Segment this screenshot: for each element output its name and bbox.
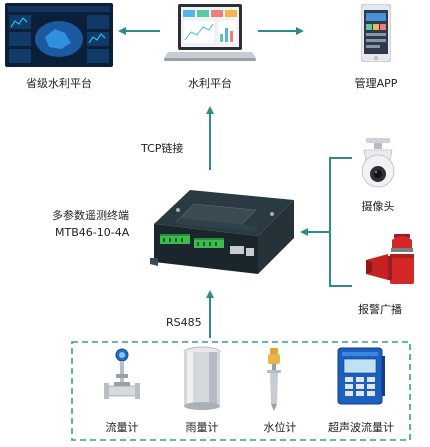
telemetry-terminal-device [150, 190, 294, 274]
alarm-speaker-icon [366, 234, 414, 284]
terminal-name-label: 多参数遥测终端 [52, 209, 129, 222]
rain-gauge-icon [183, 346, 221, 410]
app-label: 管理APP [354, 77, 398, 90]
water-level-meter-icon [267, 348, 281, 411]
sensor-group-frame [71, 341, 411, 441]
water-level-meter-label: 水位计 [263, 421, 297, 434]
ultrasonic-flowmeter-icon [337, 347, 385, 405]
smartphone-icon [361, 4, 391, 62]
peripheral-bracket [329, 157, 352, 287]
flowmeter-icon [104, 348, 140, 399]
water-platform-label: 水利平台 [188, 77, 232, 90]
rain-gauge-label: 雨量计 [185, 421, 219, 434]
dome-camera-icon [361, 138, 395, 188]
alarm-label: 报警广播 [358, 303, 402, 316]
laptop-icon [164, 4, 256, 61]
provincial-platform-label: 省级水利平台 [26, 77, 92, 90]
ultrasonic-flowmeter-label: 超声波流量计 [328, 421, 394, 434]
terminal-model-label: MTB46-10-4A [55, 226, 130, 239]
flowmeter-label: 流量计 [105, 421, 139, 434]
rs485-label: RS485 [166, 316, 202, 329]
tcp-link-label: TCP链接 [141, 142, 184, 155]
provincial-dashboard-screen [5, 3, 113, 67]
camera-label: 摄像头 [361, 200, 395, 213]
